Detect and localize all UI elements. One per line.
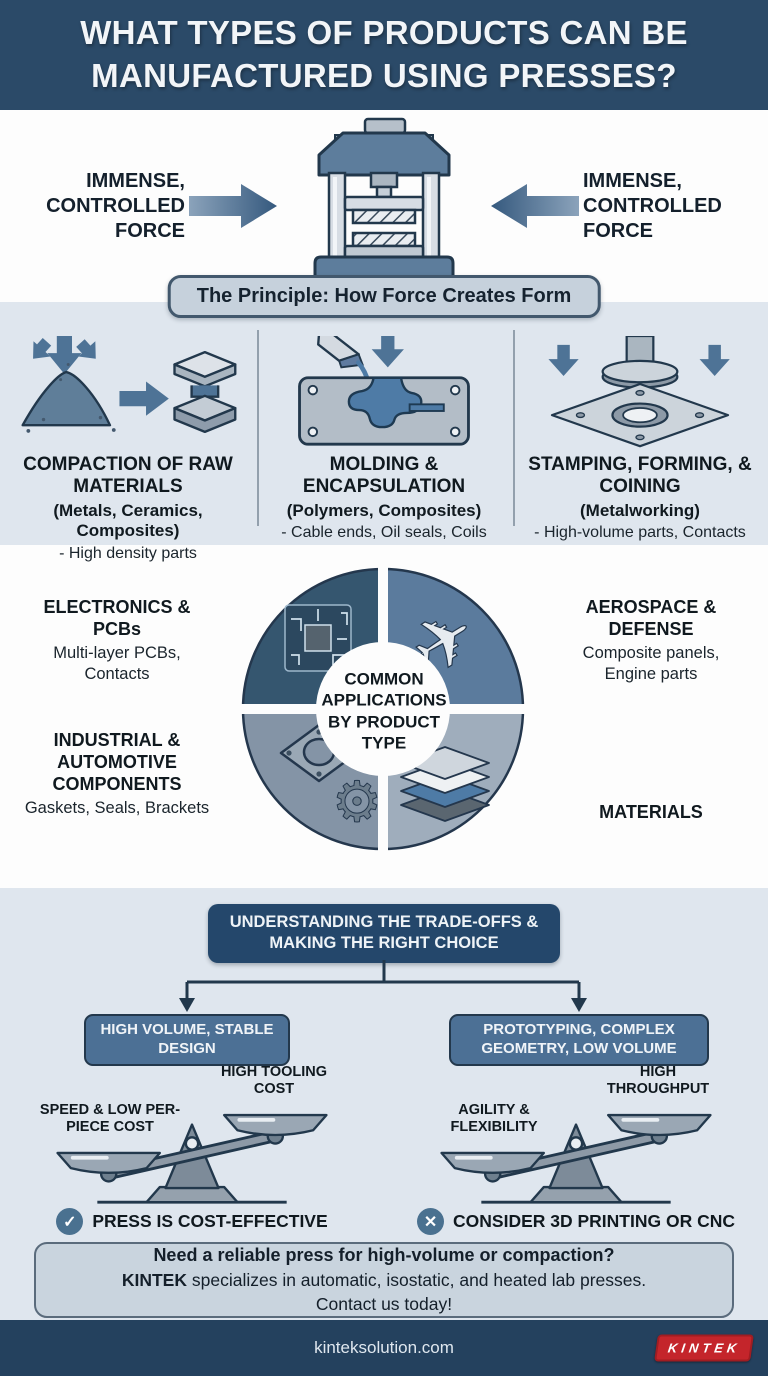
svg-text:⚙: ⚙ <box>332 770 382 833</box>
kintek-logo: KINTEK <box>653 1334 754 1362</box>
cta-action: Contact us today! <box>315 1294 453 1315</box>
process-stamping: STAMPING, FORMING, & COINING (Metalworki… <box>512 336 768 545</box>
process-subtitle: (Metals, Ceramics, Composites) <box>53 500 203 541</box>
column-divider <box>513 330 515 526</box>
verdict-press: ✓ PRESS IS COST-EFFECTIVE <box>0 1208 384 1235</box>
pan-label: HIGH TOOLING COST <box>220 1064 328 1098</box>
process-subtitle: (Metalworking) <box>580 500 700 520</box>
principle-section: IMMENSE, CONTROLLED FORCE <box>0 110 768 318</box>
balance-scale-icon <box>56 1113 328 1204</box>
cta-body: KINTEK specializes in automatic, isostat… <box>121 1270 647 1291</box>
verdict-alternatives: ✕ CONSIDER 3D PRINTING OR CNC <box>384 1208 768 1235</box>
branch-prototyping: PROTOTYPING, COMPLEX GEOMETRY, LOW VOLUM… <box>449 1014 709 1066</box>
processes-section: COMPACTION OF RAW MATERIALS (Metals, Cer… <box>0 302 768 562</box>
quadrant-label-materials: MATERIALS <box>599 802 703 823</box>
cross-icon: ✕ <box>417 1208 445 1235</box>
donut-center-label: COMMON APPLICATIONS BY PRODUCT TYPE <box>321 669 447 753</box>
pan-label: AGILITY & FLEXIBILITY <box>450 1102 538 1136</box>
cta-headline: Need a reliable press for high-volume or… <box>153 1245 615 1266</box>
branch-press: HIGH VOLUME, STABLE DESIGN <box>84 1014 290 1066</box>
quadrant-label-aerospace: AEROSPACE & DEFENSE Composite panels, En… <box>582 597 720 683</box>
gasket-gear-icon: ⚙ <box>279 723 383 834</box>
cta-box: Need a reliable press for high-volume or… <box>34 1242 734 1318</box>
website-link[interactable]: kinteksolution.com <box>314 1338 454 1357</box>
column-divider <box>257 330 259 526</box>
process-subtitle: (Polymers, Composites) <box>286 500 482 520</box>
pan-label: SPEED & LOW PER-PIECE COST <box>39 1102 181 1136</box>
applications-section: ELECTRONICS & PCBs Multi-layer PCBs, Con… <box>0 545 768 888</box>
quadrant-label-electronics: ELECTRONICS & PCBs Multi-layer PCBs, Con… <box>43 597 191 683</box>
donut-chart: ✈ ⚙ <box>233 559 533 859</box>
check-icon: ✓ <box>56 1208 84 1235</box>
process-compaction: COMPACTION OF RAW MATERIALS (Metals, Cer… <box>0 336 256 562</box>
tradeoffs-heading: UNDERSTANDING THE TRADE-OFFS & MAKING TH… <box>208 904 560 963</box>
page-title: WHAT TYPES OF PRODUCTS CAN BE MANUFACTUR… <box>80 14 688 94</box>
quadrant-label-industrial: INDUSTRIAL & AUTOMOTIVE COMPONENTS Gaske… <box>24 730 210 818</box>
balance-scale-icon <box>440 1113 712 1204</box>
process-molding: MOLDING & ENCAPSULATION (Polymers, Compo… <box>256 336 512 545</box>
mold-pour-icon <box>298 336 470 446</box>
stamping-die-icon <box>548 336 730 448</box>
scale-press: SPEED & LOW PER-PIECE COST HIGH TOOLING … <box>10 1064 374 1206</box>
right-force-label: IMMENSE, CONTROLLED FORCE <box>583 169 722 242</box>
scale-alternatives: AGILITY & FLEXIBILITY HIGH THROUGHPUT <box>394 1064 758 1206</box>
force-arrow-right-icon <box>189 184 277 228</box>
pan-label: HIGH THROUGHPUT <box>606 1064 710 1098</box>
process-detail: - High-volume parts, Contacts <box>534 524 746 542</box>
powder-compaction-icon <box>21 336 237 434</box>
process-detail: - High density parts <box>59 544 197 562</box>
verdict-text: PRESS IS COST-EFFECTIVE <box>92 1211 328 1231</box>
header: WHAT TYPES OF PRODUCTS CAN BE MANUFACTUR… <box>0 0 768 110</box>
tradeoffs-section: UNDERSTANDING THE TRADE-OFFS & MAKING TH… <box>0 888 768 1320</box>
process-title: STAMPING, FORMING, & COINING <box>528 454 752 498</box>
force-arrow-left-icon <box>491 184 579 228</box>
process-title: MOLDING & ENCAPSULATION <box>302 454 466 498</box>
process-detail: - Cable ends, Oil seals, Coils <box>281 524 487 542</box>
verdict-text: CONSIDER 3D PRINTING OR CNC <box>453 1211 735 1231</box>
circuit-chip-icon <box>284 604 352 672</box>
process-title: COMPACTION OF RAW MATERIALS <box>23 454 233 498</box>
applications-donut: ✈ ⚙ COMMON APPLICATIONS BY PRODUCT TYPE <box>233 545 535 888</box>
hydraulic-press-icon <box>295 117 473 289</box>
principle-banner: The Principle: How Force Creates Form <box>167 275 601 318</box>
footer: kinteksolution.com KINTEK <box>0 1320 768 1376</box>
branch-connector-lines <box>179 960 587 1012</box>
left-force-label: IMMENSE, CONTROLLED FORCE <box>46 169 185 242</box>
